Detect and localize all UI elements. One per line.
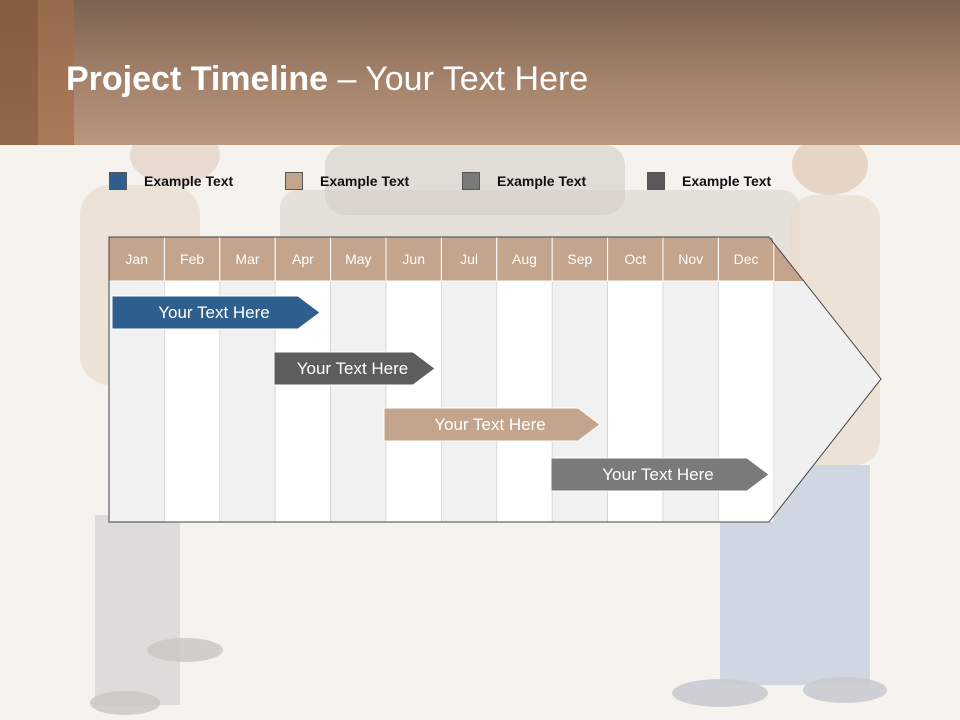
legend-label-2: Example Text xyxy=(320,173,410,189)
slide-title-rest: – Your Text Here xyxy=(328,60,589,98)
month-column-jul xyxy=(441,280,498,523)
month-label-aug: Aug xyxy=(512,251,537,267)
legend-swatch-4 xyxy=(647,172,665,190)
month-header-jul xyxy=(440,236,498,282)
month-header-aug xyxy=(496,236,553,282)
month-label-oct: Oct xyxy=(624,251,647,267)
month-label-nov: Nov xyxy=(678,251,704,267)
timeline-bar-4 xyxy=(550,457,770,492)
month-label-apr: Apr xyxy=(291,251,314,267)
month-column-jun xyxy=(385,280,442,523)
month-label-jul: Jul xyxy=(460,251,479,267)
banner-accent-bar-2 xyxy=(38,0,74,145)
legend-label-4: Example Text xyxy=(682,173,772,189)
timeline-bar-label-3: Your Text Here xyxy=(434,415,546,434)
month-header-jan xyxy=(108,236,165,282)
legend-item-3: Example Text xyxy=(462,170,586,192)
timeline-arrow-outline xyxy=(108,236,882,523)
month-header-sep xyxy=(551,236,609,282)
month-column-may xyxy=(330,280,387,523)
banner-accent-bar xyxy=(0,0,38,145)
timeline-bar-label-4: Your Text Here xyxy=(602,465,714,484)
timeline-bar-label-2: Your Text Here xyxy=(296,359,409,378)
timeline-arrow-tip xyxy=(769,281,881,522)
slide-title: Project Timeline – Your Text Here xyxy=(66,60,588,99)
title-banner: Project Timeline – Your Text Here xyxy=(0,0,960,145)
legend-swatch-1 xyxy=(109,172,127,190)
timeline-bar-1 xyxy=(111,295,321,330)
month-header-feb xyxy=(163,236,221,282)
month-header-jun xyxy=(385,236,442,282)
month-header-mar xyxy=(219,236,276,282)
slide-title-bold: Project Timeline xyxy=(66,60,329,98)
legend-swatch-2 xyxy=(285,172,303,190)
timeline-bar-3 xyxy=(383,407,601,442)
month-label-jan: Jan xyxy=(125,251,148,267)
legend-label-3: Example Text xyxy=(497,173,587,189)
month-label-may: May xyxy=(345,251,372,267)
timeline-columns xyxy=(108,236,881,523)
timeline-bar-2 xyxy=(273,351,436,386)
month-header-dec xyxy=(717,236,775,282)
legend-swatch-3 xyxy=(462,172,480,190)
timeline-bar-label-1: Your Text Here xyxy=(158,303,270,322)
timeline-bars xyxy=(111,295,770,492)
legend-item-1: Example Text xyxy=(109,170,233,192)
month-column-aug xyxy=(496,280,553,523)
month-label-feb: Feb xyxy=(180,251,205,267)
month-label-dec: Dec xyxy=(733,251,759,267)
month-label-mar: Mar xyxy=(235,251,260,267)
month-label-sep: Sep xyxy=(567,251,593,267)
month-label-jun: Jun xyxy=(402,251,425,267)
legend-label-1: Example Text xyxy=(144,173,234,189)
legend-item-4: Example Text xyxy=(647,170,771,192)
legend-item-2: Example Text xyxy=(285,170,409,192)
